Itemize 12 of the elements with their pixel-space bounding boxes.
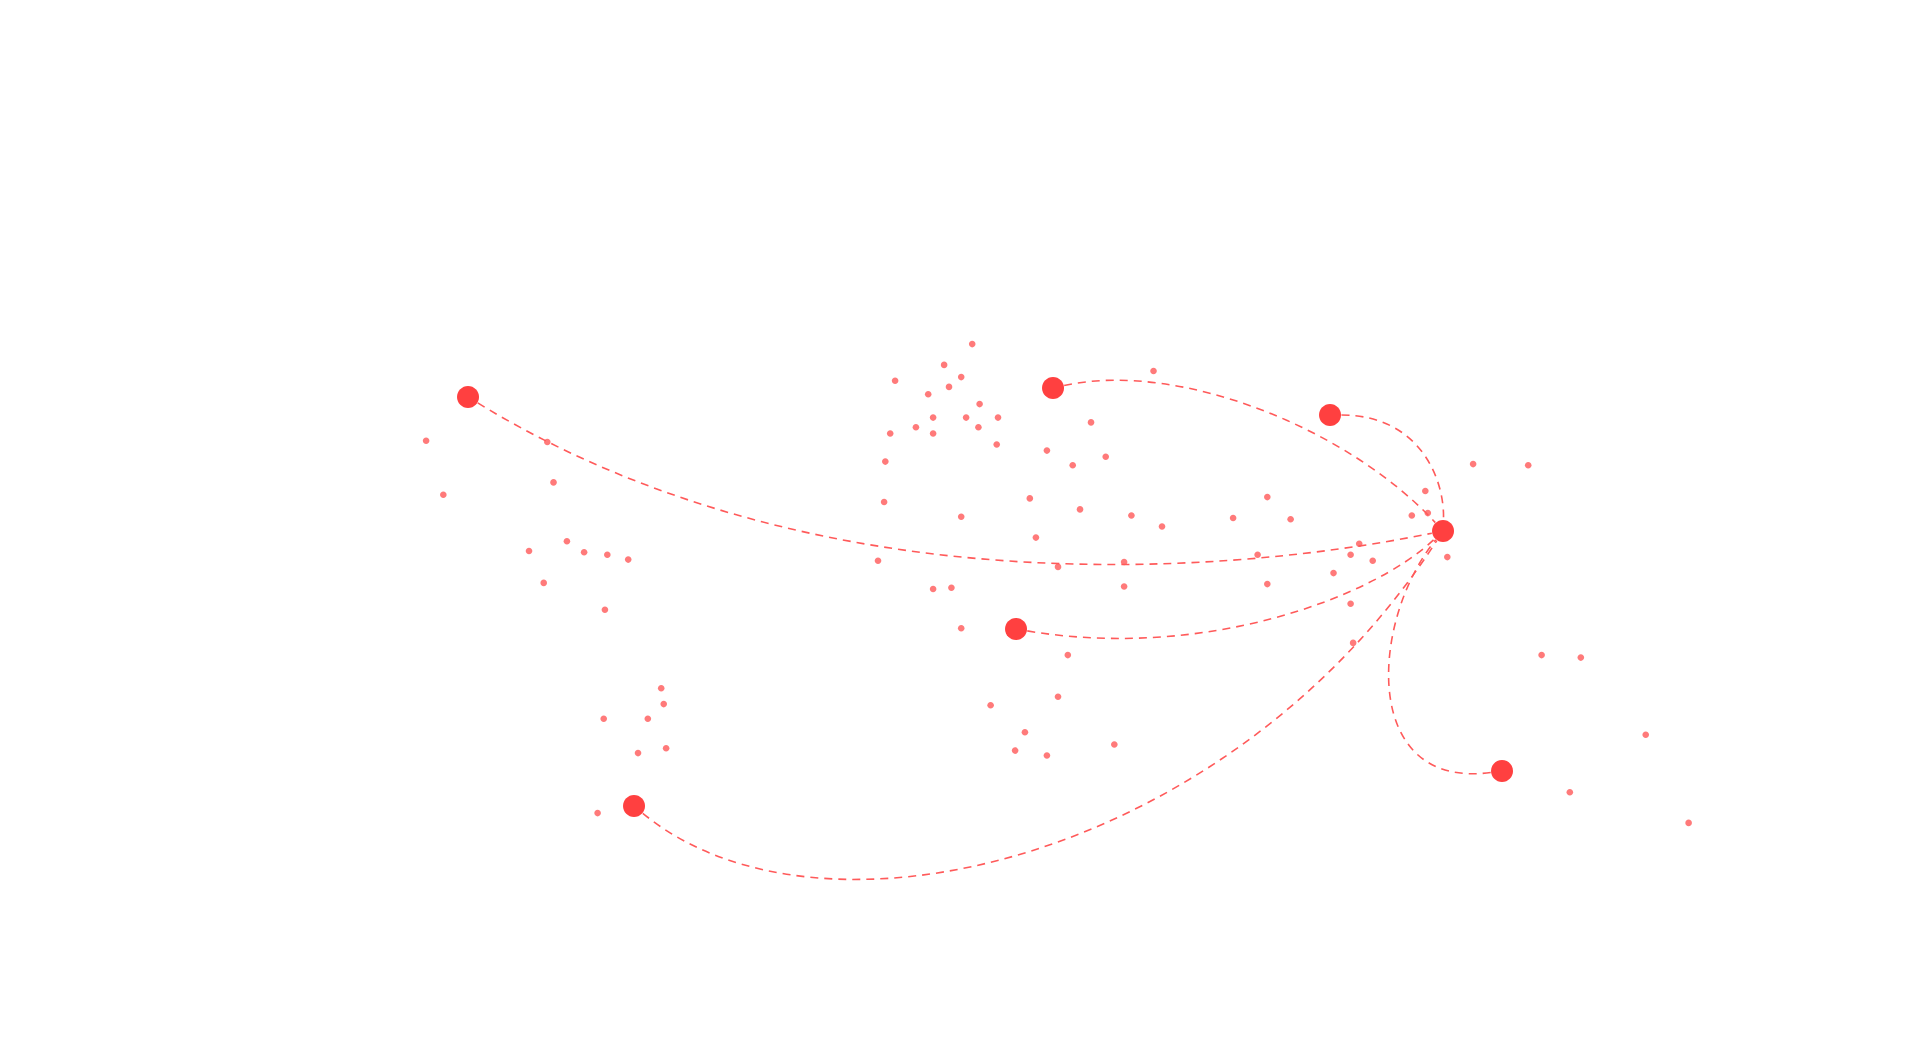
location-dot bbox=[1432, 520, 1454, 542]
connector-curve bbox=[1387, 539, 1492, 774]
location-dot bbox=[1005, 618, 1027, 640]
location-dot bbox=[1491, 760, 1513, 782]
location-dot bbox=[623, 795, 645, 817]
location-dot bbox=[1042, 377, 1064, 399]
location-dot bbox=[1319, 404, 1341, 426]
connector-curve bbox=[1063, 379, 1437, 524]
connector-curve bbox=[642, 539, 1438, 880]
connector-curve bbox=[1026, 538, 1436, 640]
location-dot bbox=[457, 386, 479, 408]
connector-curve bbox=[476, 402, 1433, 565]
